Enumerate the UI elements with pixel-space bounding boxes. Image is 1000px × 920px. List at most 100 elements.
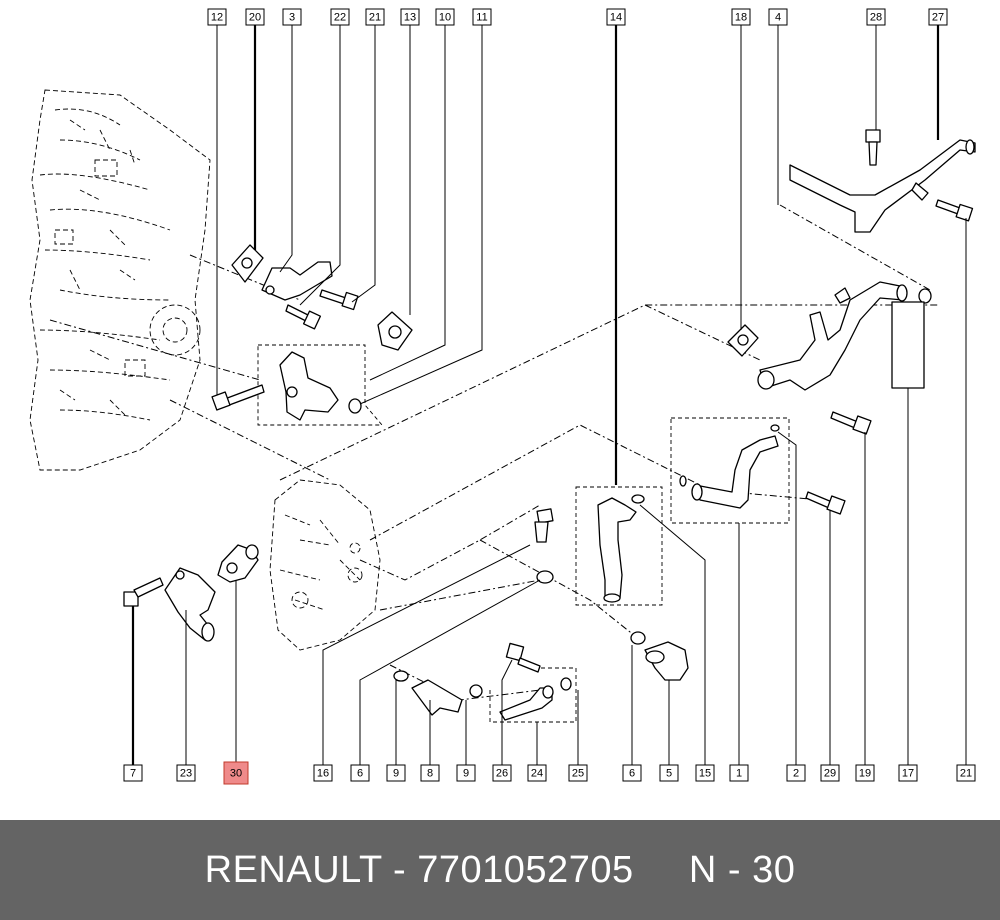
hose-part-5 <box>644 641 689 681</box>
group-boxes <box>257 344 790 723</box>
gasket-part-20 <box>231 244 264 283</box>
callout-box <box>245 8 265 26</box>
callout-label: 6 <box>357 768 363 780</box>
callout-top-14: 14 <box>606 8 626 26</box>
callout-box <box>435 8 455 26</box>
callout-box <box>350 764 370 782</box>
leader-lines <box>131 25 967 765</box>
callout-box <box>695 764 715 782</box>
bolt-part-21b <box>935 199 974 222</box>
bolt-part-28 <box>865 129 881 166</box>
clamp-part-9b <box>469 684 483 698</box>
callout-box <box>898 764 918 782</box>
callout-box <box>386 764 406 782</box>
callout-bottom-26: 26 <box>492 764 512 782</box>
callout-label: 26 <box>496 768 508 780</box>
callout-bottom-6: 6 <box>350 764 370 782</box>
engine-block-upper <box>29 89 211 471</box>
callout-bottom-7: 7 <box>123 764 143 782</box>
callout-label: 7 <box>130 768 136 780</box>
callout-box <box>729 764 749 782</box>
callout-bottom-21: 21 <box>956 764 976 782</box>
thermostat-housing-part-23 <box>164 567 216 642</box>
callout-label: 8 <box>427 768 433 780</box>
callout-box <box>400 8 420 26</box>
bolt-part-16 <box>534 508 554 543</box>
callout-box <box>820 764 840 782</box>
callout-box <box>659 764 679 782</box>
clamp-part-6b <box>630 631 646 645</box>
pipe-part-1 <box>679 424 780 509</box>
callout-label: 15 <box>699 768 711 780</box>
callout-bottom-9: 9 <box>386 764 406 782</box>
callout-label: 5 <box>666 768 672 780</box>
callout-label: 21 <box>960 768 972 780</box>
o-ring-part-15 <box>631 494 645 504</box>
callout-top-10: 10 <box>435 8 455 26</box>
callout-label: 28 <box>870 12 882 24</box>
callout-box <box>866 8 886 26</box>
callout-label: 19 <box>859 768 871 780</box>
callout-box <box>928 8 948 26</box>
callout-label: 10 <box>439 12 451 24</box>
callout-bottom-16: 16 <box>313 764 333 782</box>
callout-label: 9 <box>393 768 399 780</box>
callout-label: 14 <box>610 12 622 24</box>
callout-box <box>606 8 626 26</box>
callout-box <box>956 764 976 782</box>
o-ring-part-25 <box>560 677 572 691</box>
callout-top-18: 18 <box>731 8 751 26</box>
callout-label: 25 <box>572 768 584 780</box>
callout-bottom-17: 17 <box>898 764 918 782</box>
callout-top-22: 22 <box>330 8 350 26</box>
hose-part-8 <box>411 679 463 716</box>
callout-top-3: 3 <box>282 8 302 26</box>
callout-label: 9 <box>463 768 469 780</box>
water-pipe-assembly <box>757 281 932 391</box>
bolt-part-22 <box>285 304 322 330</box>
callout-label: 23 <box>180 768 192 780</box>
callout-label: 18 <box>735 12 747 24</box>
callout-top-12: 12 <box>207 8 227 26</box>
elbow-housing <box>279 351 339 421</box>
callout-bottom-30: 30 <box>223 761 249 785</box>
pipe-part-14 <box>597 497 637 603</box>
callout-bottom-8: 8 <box>420 764 440 782</box>
callout-bottom-1: 1 <box>729 764 749 782</box>
callout-label: 13 <box>404 12 416 24</box>
pipe-part-27 <box>789 139 976 233</box>
callout-box <box>330 8 350 26</box>
callout-box <box>622 764 642 782</box>
clamp-part-9a <box>393 670 409 682</box>
clamp-part-6a <box>536 570 554 584</box>
callout-box <box>420 764 440 782</box>
callout-bottom-6: 6 <box>622 764 642 782</box>
callout-top-13: 13 <box>400 8 420 26</box>
callout-label: 22 <box>334 12 346 24</box>
callout-bottom-9: 9 <box>456 764 476 782</box>
callout-box <box>731 8 751 26</box>
callout-bottom-24: 24 <box>527 764 547 782</box>
engine-block-lower <box>269 479 381 651</box>
part-number-caption: RENAULT - 7701052705 N - 30 <box>204 848 796 891</box>
callout-label: 11 <box>476 12 487 24</box>
center-lines <box>49 204 940 701</box>
callout-bottom-15: 15 <box>695 764 715 782</box>
callout-box <box>313 764 333 782</box>
callout-box <box>365 8 385 26</box>
callout-bottom-19: 19 <box>855 764 875 782</box>
callout-box <box>223 761 249 785</box>
gasket-part-18 <box>727 324 759 357</box>
callout-label: 12 <box>211 12 223 24</box>
bolt-part-19 <box>830 411 872 435</box>
callout-label: 24 <box>531 768 543 780</box>
callout-bottom-23: 23 <box>176 764 196 782</box>
bolt-part-21a <box>319 289 359 311</box>
callout-label: 6 <box>629 768 635 780</box>
callout-label: 21 <box>369 12 381 24</box>
callout-label: 1 <box>736 768 742 780</box>
callout-label: 17 <box>902 768 914 780</box>
